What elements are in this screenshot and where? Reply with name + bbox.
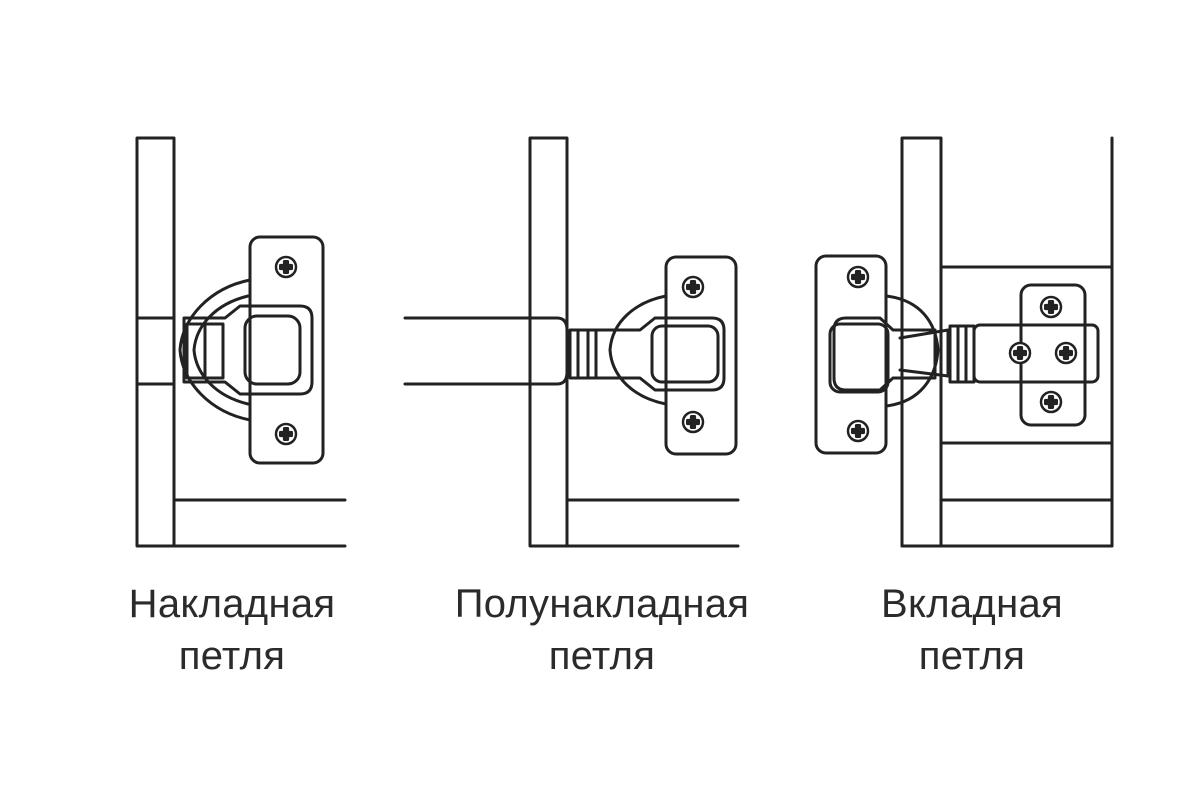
screw-icon (681, 275, 705, 299)
half-overlay-hinge-drawing (403, 136, 740, 548)
screw-icon (1008, 341, 1032, 365)
overlay-hinge-drawing (135, 136, 347, 548)
overlay-hinge-caption: Накладная петля (52, 578, 412, 682)
screw-icon (681, 410, 705, 434)
inset-hinge-drawing (814, 136, 1114, 548)
caption-line-2: петля (548, 634, 656, 678)
caption-line-1: Полунакладная (454, 582, 750, 626)
screw-icon (274, 255, 298, 279)
caption-line-1: Накладная (128, 582, 336, 626)
caption-line-1: Вкладная (881, 582, 1063, 626)
inset-hinge-caption: Вкладная петля (792, 578, 1152, 682)
screw-icon (1039, 390, 1063, 414)
caption-line-2: петля (178, 634, 286, 678)
half-overlay-hinge-caption: Полунакладная петля (422, 578, 782, 682)
screw-icon (1054, 341, 1078, 365)
screw-icon (274, 422, 298, 446)
caption-line-2: петля (918, 634, 1026, 678)
screw-icon (846, 265, 870, 289)
screw-icon (846, 419, 870, 443)
screw-icon (1039, 295, 1063, 319)
